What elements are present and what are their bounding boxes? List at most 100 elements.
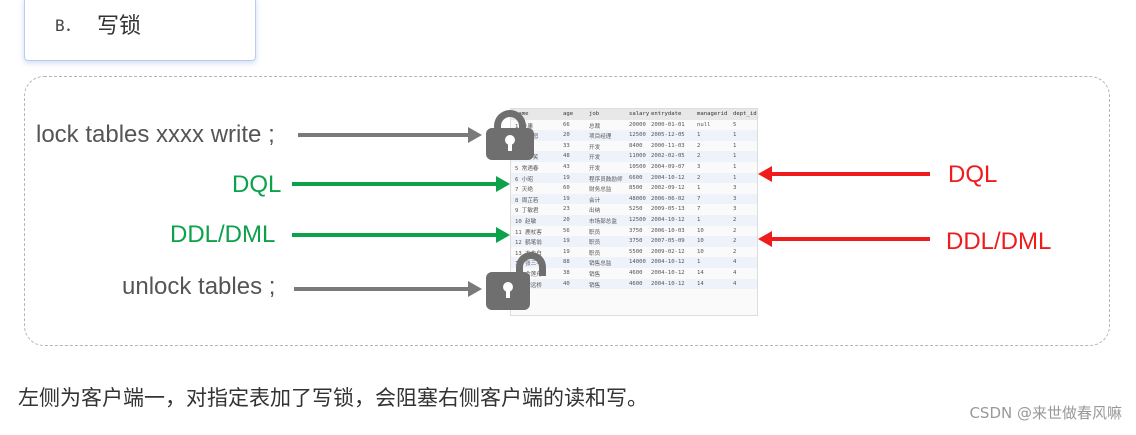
table-cell: 财务总监 [589,187,612,194]
table-cell: 48 [563,153,570,160]
table-cell: 1 [697,259,701,266]
table-cell: 10500 [629,164,646,170]
table-cell: 9 丁敏君 [515,208,539,215]
table-cell: 1 [697,217,701,223]
option-title: 写锁 [97,14,142,39]
closed-padlock-shackle [494,110,526,132]
table-cell: entrydate [651,111,682,117]
unlock-tables-label: unlock tables ; [122,273,276,300]
table-cell: 销售 [589,282,601,289]
option-letter: B． [55,16,81,35]
table-cell: 43 [563,164,570,170]
caption-text: 左侧为客户端一，对指定表加了写锁，会阻塞右侧客户端的读和写。 [18,386,648,410]
table-cell: 1 [733,164,737,170]
left-dql-arrow [292,176,510,192]
table-cell: 2002-09-12 [651,185,685,192]
table-cell: 2 [697,142,701,149]
table-cell: 11 鹿杖客 [515,229,542,236]
table-cell: 7 灭绝 [515,187,533,194]
table-cell: 2004-10-12 [651,217,685,223]
table-cell: 2 [697,174,701,181]
table-cell: 2007-05-09 [651,238,685,245]
table-cell: 2006-06-02 [651,195,685,202]
table-cell: 48000 [629,195,646,202]
table-cell: 6 小昭 [515,176,533,183]
table-cell: 4 [733,259,737,266]
left-ddl-dml-label: DDL/DML [170,221,276,248]
table-cell: 2000-01-01 [651,121,685,128]
table-cell: 3 [697,164,701,170]
table-cell: 开发 [589,166,601,172]
table-cell: 2004-09-07 [651,164,685,170]
table-cell: 出纳 [589,208,601,215]
table-cell: 1 [697,132,701,139]
table-cell: 60 [563,185,570,192]
table-cell: 14 [697,280,704,287]
table-cell: age [563,111,574,117]
table-cell: 2009-05-13 [651,206,685,213]
closed-padlock-icon [486,128,534,160]
table-cell: 40 [563,280,570,287]
table-cell: dept_id [733,111,757,117]
table-cell: 市场部总监 [589,219,617,225]
table-cell: 5250 [629,206,643,213]
left-ddl-arrow [292,227,510,243]
unlock-arrow [294,281,482,297]
table-cell: 销售 [589,272,601,278]
lock-tables-label: lock tables xxxx write ; [36,121,275,148]
option-card: B． 写锁 [24,0,256,61]
table-cell: 2004-10-12 [651,270,685,276]
table-cell: 3 [733,206,737,213]
table-cell: 2 [697,153,701,160]
table-cell: 2004-10-12 [651,174,685,181]
table-cell: 2002-02-05 [651,153,685,160]
table-cell: 3750 [629,238,643,245]
table-cell: 开发 [589,155,601,162]
open-padlock-icon [486,272,530,310]
table-cell: name [515,111,529,117]
table-cell: salary [629,111,650,117]
open-padlock-shackle [516,252,546,276]
table-cell: 2006-10-03 [651,227,685,234]
table-cell: 20 [563,217,570,223]
table-cell: 19 [563,195,570,202]
table-cell: 20 [563,132,570,139]
table-cell: 10 [697,227,704,234]
watermark: CSDN @来世做春风嘛 [969,404,1122,422]
table-cell: 10 赵敏 [515,219,537,225]
table-cell: 职员 [589,229,601,236]
table-cell: 1 [697,185,701,192]
right-ddl-arrow [758,231,930,247]
left-dql-label: DQL [232,171,282,198]
table-cell: 销售总监 [589,261,612,268]
table-cell: 10 [697,248,704,255]
table-cell: 2000-11-03 [651,142,685,149]
table-cell: 88 [563,259,570,266]
table-cell: 7 [697,206,701,213]
table-cell: 4600 [629,280,643,287]
table-cell: 10 [697,238,704,245]
table-cell: 4 [733,280,737,287]
table-cell: 5500 [629,248,643,255]
table-cell: 4 [733,270,737,276]
table-cell: 2 [733,227,737,234]
table-cell: 项目经理 [589,134,612,141]
table-cell: 19 [563,238,570,245]
table-cell: 20000 [629,121,646,128]
table-cell: managerid [697,111,728,117]
table-cell: 19 [563,174,570,181]
right-dql-arrow [758,166,930,182]
right-ddl-dml-label: DDL/DML [946,228,1052,255]
table-cell: 38 [563,270,570,276]
diagram-panel [24,76,1110,346]
